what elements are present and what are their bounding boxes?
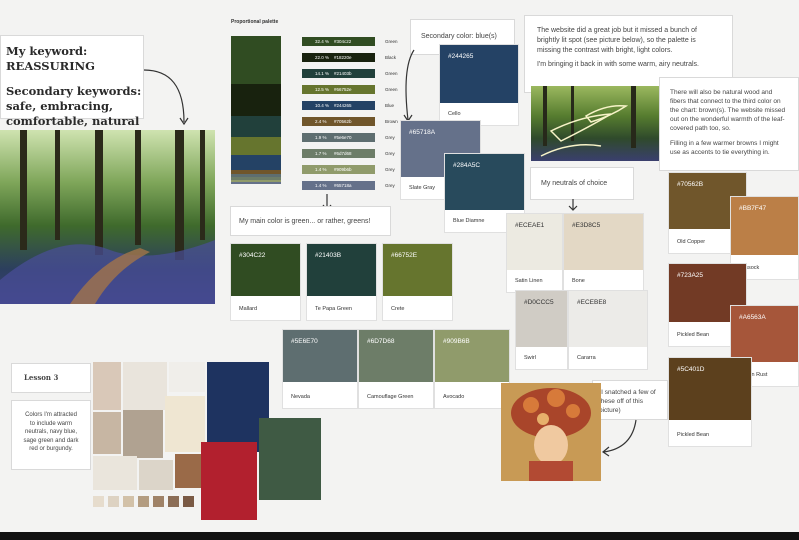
arrow-icon <box>568 199 578 211</box>
palette-row: 14.1 %#21403b <box>302 69 375 78</box>
swatch-camouflage-green: #6D7D68 Camouflage Green <box>358 329 434 409</box>
mini-swatch <box>93 496 104 507</box>
palette-row: 1.7 %#6d7d68 <box>302 149 375 158</box>
mini-swatch <box>138 496 149 507</box>
swatch-mallard: #304C22 Mallard <box>230 243 301 321</box>
bottom-bar <box>0 532 799 540</box>
swatch-crete: #66752E Crete <box>382 243 453 321</box>
swatch-bone: #E3D8C5 Bone <box>563 213 644 293</box>
swatch-pickled-bean-2: #5C401D Pickled Bean <box>668 357 752 447</box>
swatch-te-papa-green: #21403B Te Papa Green <box>306 243 377 321</box>
palette-stack <box>231 36 281 184</box>
swatch-nevada: #5E6E70 Nevada <box>282 329 358 409</box>
mini-swatch <box>168 496 179 507</box>
attracted-note: Colors I'm attracted to include warm neu… <box>11 400 91 470</box>
moodboard-collage <box>93 362 321 520</box>
arrow-icon <box>601 419 637 457</box>
keyword-card: My keyword: REASSURING Secondary keyword… <box>0 35 144 128</box>
secondary-keywords: Secondary keywords: safe, embracing, com… <box>6 84 142 128</box>
swatch-cello: #244265 Cello <box>439 44 519 126</box>
swatch-blue-diamne: #284A5C Blue Diamne <box>444 153 525 233</box>
palette-row: 1.9 %#5e6e70 <box>302 133 375 142</box>
palette-row: 22.0 %#18220e <box>302 53 375 62</box>
palette-row: 2.4 %#70562b <box>302 117 375 126</box>
swatch-satin-linen: #ECEAE1 Satin Linen <box>506 213 563 293</box>
arrow-icon <box>403 49 415 123</box>
main-color-note: My main color is green... or rather, gre… <box>230 206 391 236</box>
mini-swatch <box>153 496 164 507</box>
mini-swatch <box>123 496 134 507</box>
mushroom-illustration <box>501 383 601 481</box>
forest-photo <box>0 130 215 304</box>
snatched-note: (I snatched a few of these off of this p… <box>592 380 668 420</box>
swatch-avocado: #909B6B Avocado <box>434 329 510 409</box>
palette-row: 12.5 %#66752e <box>302 85 375 94</box>
arrow-icon <box>143 69 189 126</box>
swatch-swirl: #D0CCC5 Swirl <box>515 290 568 370</box>
palette-title: Proportional palette <box>231 19 279 25</box>
palette-row: 1.4 %#909b6b <box>302 165 375 174</box>
wood-note: There will also be natural wood and fibe… <box>659 77 799 171</box>
mini-swatch <box>183 496 194 507</box>
neutrals-note: My neutrals of choice <box>530 167 634 200</box>
swatch-cararra: #ECEBE8 Cararra <box>568 290 648 370</box>
lesson-label: Lesson 3 <box>11 363 91 393</box>
palette-row: 10.4 %#244265 <box>302 101 375 110</box>
palette-row: 1.4 %#65718a <box>302 181 375 190</box>
mini-swatch <box>108 496 119 507</box>
main-keyword: My keyword: REASSURING <box>6 44 95 73</box>
palette-table: 32.4 %#304c22 Green 22.0 %#18220e Black … <box>302 37 407 193</box>
bright-forest-photo <box>531 86 659 161</box>
palette-row: 32.4 %#304c22 <box>302 37 375 46</box>
